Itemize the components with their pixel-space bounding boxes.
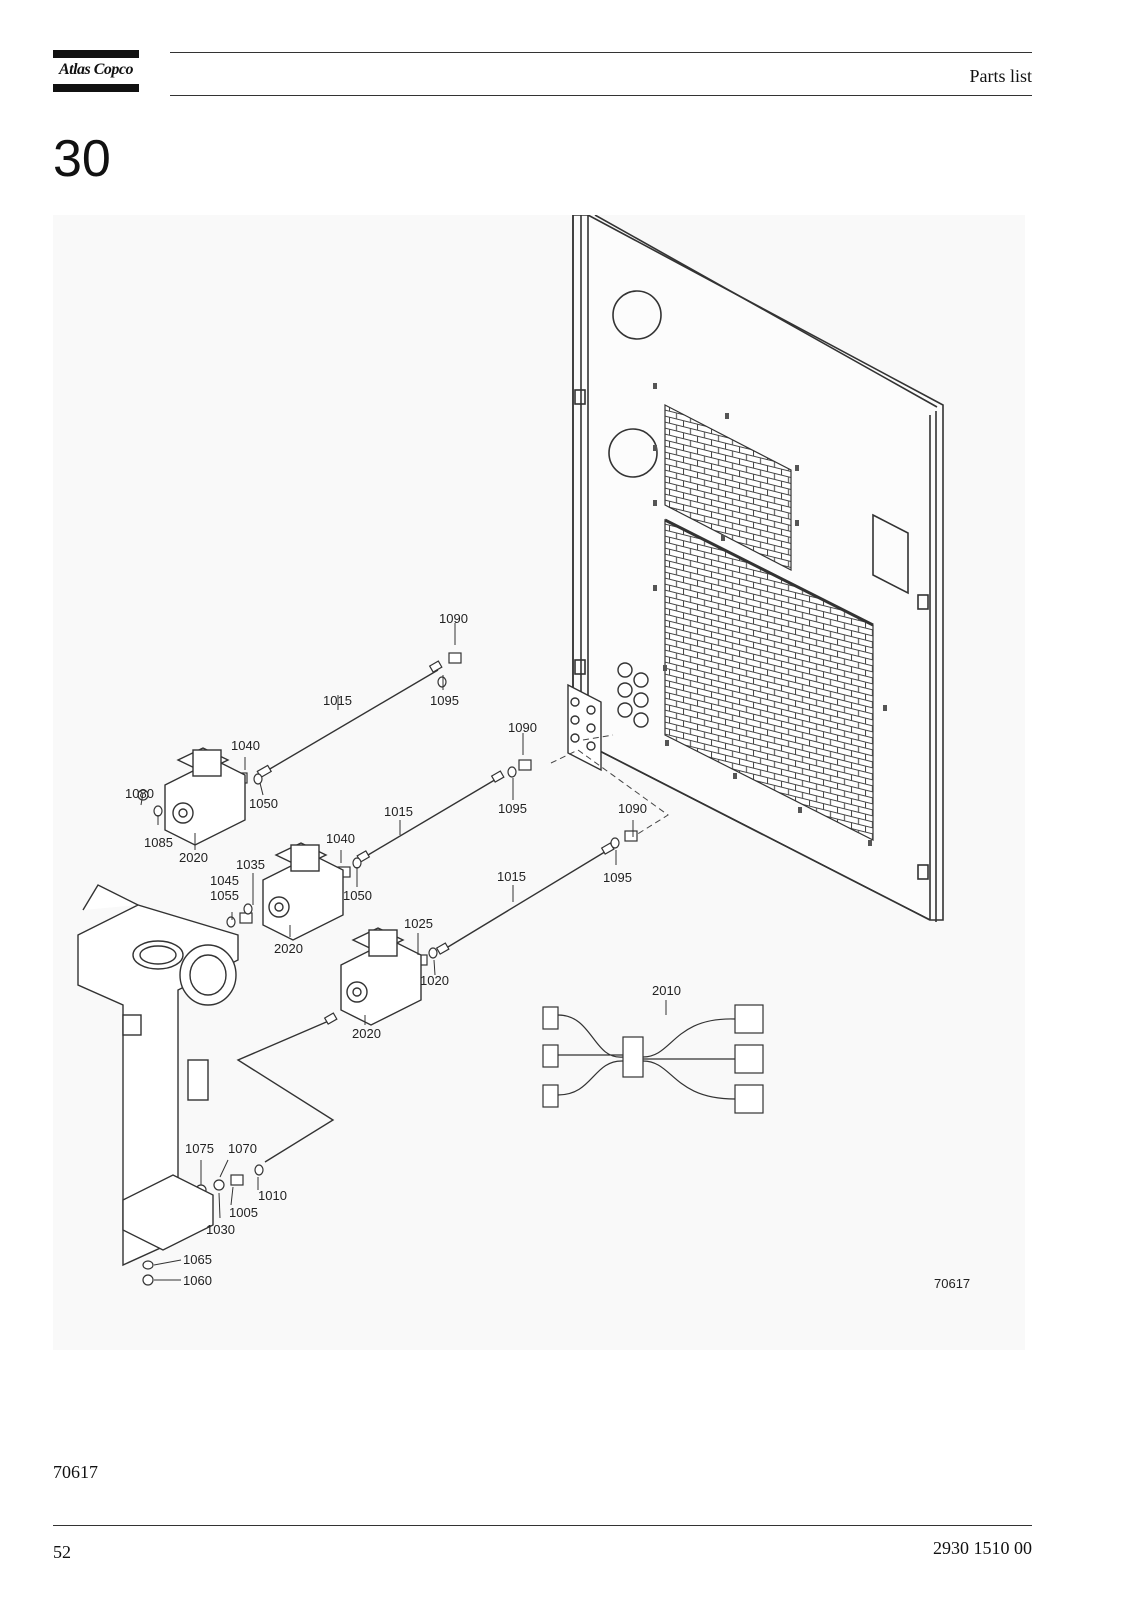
panel-vent-lower xyxy=(664,518,874,841)
footer-rule xyxy=(53,1525,1032,1526)
callout-1090: 1090 xyxy=(618,801,647,816)
callout-1035: 1035 xyxy=(236,857,265,872)
page-number: 52 xyxy=(53,1542,71,1562)
header-title: Parts list xyxy=(969,66,1032,86)
callout-1050: 1050 xyxy=(249,796,278,811)
callout-1040: 1040 xyxy=(231,738,260,753)
callout-1080: 1080 xyxy=(125,786,154,801)
valve-unit-2 xyxy=(262,842,344,941)
callout-1005: 1005 xyxy=(229,1205,258,1220)
callout-2010: 2010 xyxy=(652,983,681,998)
header-rule-bottom xyxy=(170,95,1032,96)
callout-1040: 1040 xyxy=(326,831,355,846)
callout-1095: 1095 xyxy=(498,801,527,816)
callout-labels: 1090 1095 1015 1040 1080 1050 1085 2020 … xyxy=(125,611,970,1291)
assembly-dashed-lines xyxy=(550,734,669,841)
valve-unit-1 xyxy=(164,747,246,846)
logo-bar-top xyxy=(53,50,139,58)
bulkhead-bracket xyxy=(567,662,649,772)
callout-1095: 1095 xyxy=(603,870,632,885)
logo-wordmark: Atlas Copco xyxy=(58,61,134,78)
callout-1015: 1015 xyxy=(497,869,526,884)
drawing-svg: 1090 1095 1015 1040 1080 1050 1085 2020 … xyxy=(77,215,970,1291)
valve-unit-3 xyxy=(340,927,422,1026)
callout-1075: 1075 xyxy=(185,1141,214,1156)
callout-1020: 1020 xyxy=(420,973,449,988)
callout-1095: 1095 xyxy=(430,693,459,708)
document-number: 2930 1510 00 xyxy=(933,1538,1032,1558)
atlas-copco-logo: Atlas Copco xyxy=(53,50,139,92)
callout-2020: 2020 xyxy=(274,941,303,956)
callout-1070: 1070 xyxy=(228,1141,257,1156)
cable-harness xyxy=(542,1004,764,1114)
boom-housing xyxy=(77,884,239,1267)
exploded-parts-drawing: 1090 1095 1015 1040 1080 1050 1085 2020 … xyxy=(53,215,1025,1350)
callout-1015: 1015 xyxy=(323,693,352,708)
callout-1055: 1055 xyxy=(210,888,239,903)
tubes xyxy=(236,669,609,1163)
figure-code: 70617 xyxy=(53,1462,98,1482)
callout-1015: 1015 xyxy=(384,804,413,819)
callout-1050: 1050 xyxy=(343,888,372,903)
panel-bolts xyxy=(653,383,887,846)
callout-1025: 1025 xyxy=(404,916,433,931)
callout-1090: 1090 xyxy=(439,611,468,626)
callout-1065: 1065 xyxy=(183,1252,212,1267)
panel-vent-upper xyxy=(664,404,792,571)
callout-1085: 1085 xyxy=(144,835,173,850)
logo-bar-bottom xyxy=(53,84,139,92)
callout-1090: 1090 xyxy=(508,720,537,735)
fittings xyxy=(137,652,638,1286)
section-number: 30 xyxy=(53,130,111,188)
callout-1010: 1010 xyxy=(258,1188,287,1203)
callout-1045: 1045 xyxy=(210,873,239,888)
header-rule-top xyxy=(170,52,1032,53)
leader-lines xyxy=(140,623,667,1281)
callout-2020: 2020 xyxy=(179,850,208,865)
callout-2020: 2020 xyxy=(352,1026,381,1041)
drawing-image-code: 70617 xyxy=(934,1276,970,1291)
callout-1060: 1060 xyxy=(183,1273,212,1288)
callout-1030: 1030 xyxy=(206,1222,235,1237)
